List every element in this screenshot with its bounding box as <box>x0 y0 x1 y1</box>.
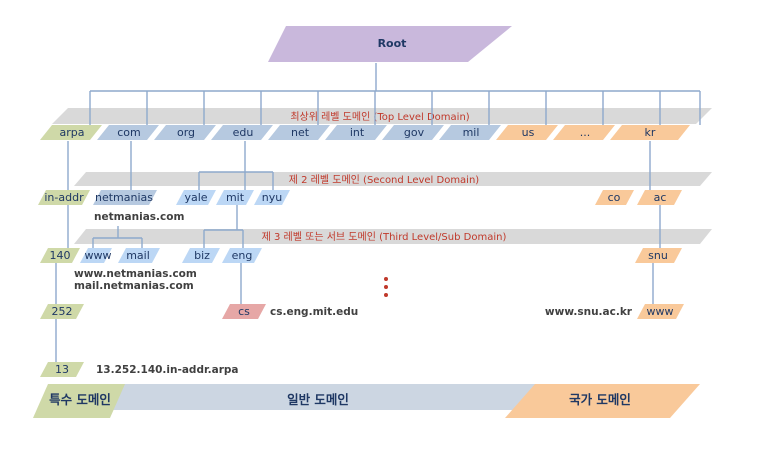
tld-edu-node <box>211 125 273 140</box>
sld-third-connectors <box>67 205 661 248</box>
tld-int-label: int <box>350 126 365 139</box>
tld-sld-connectors <box>67 141 651 190</box>
annotation-netmanias-com: netmanias.com <box>94 211 184 223</box>
tld-arpa-node <box>40 125 102 140</box>
tld-mil-node <box>439 125 501 140</box>
sld-ac-node <box>637 190 682 205</box>
third-eng-node <box>222 248 262 263</box>
tld-us-node <box>496 125 558 140</box>
third-level-label: 제 3 레벨 또는 서브 도메인 (Third Level/Sub Domain… <box>262 231 507 243</box>
third-level-nodes <box>40 248 682 263</box>
third-140-node <box>40 248 80 263</box>
root-label: Root <box>378 37 407 50</box>
third-snu-node <box>635 248 682 263</box>
tld-gov-node <box>382 125 444 140</box>
vertical-ellipsis-icon <box>384 277 388 297</box>
tld-gov-label: gov <box>404 126 425 139</box>
annotation-inaddr-arpa: 13.252.140.in-addr.arpa <box>96 364 239 376</box>
tld-org-label: org <box>177 126 195 139</box>
fourth-252-label: 252 <box>52 305 73 318</box>
sld-inaddr-node <box>38 190 90 205</box>
sld-mit-label: mit <box>226 191 245 204</box>
sld-netmanias-node <box>93 190 157 205</box>
sld-nodes <box>38 190 682 205</box>
sld-level-label: 제 2 레벨 도메인 (Second Level Domain) <box>289 174 480 186</box>
annotation-mail-netmanias: mail.netmanias.com <box>74 280 194 292</box>
tld-level-label: 최상위 레벨 도메인 (Top Level Domain) <box>290 110 469 123</box>
fourth-www-node <box>637 304 684 319</box>
fourth-cs-label: cs <box>238 305 250 318</box>
fourth-252-node <box>40 304 84 319</box>
fourth-www-label: www <box>647 305 674 318</box>
tld-net-node <box>268 125 330 140</box>
fourth-cs-node <box>222 304 266 319</box>
tld-kr-node <box>610 125 690 140</box>
root-connectors <box>89 63 701 125</box>
tld-band <box>52 108 712 124</box>
tld-us-label: us <box>522 126 535 139</box>
third-level-band <box>74 229 712 244</box>
third-mail-node <box>118 248 160 263</box>
sld-nyu-node <box>254 190 290 205</box>
fifth-13-node <box>40 362 84 377</box>
category-special-band <box>33 384 125 418</box>
sld-co-label: co <box>608 191 621 204</box>
sld-inaddr-label: in-addr <box>44 191 84 204</box>
tld-arpa-label: arpa <box>60 126 85 139</box>
sld-mit-node <box>216 190 254 205</box>
annotation-www-netmanias: www.netmanias.com <box>74 268 197 280</box>
tld-edu-label: edu <box>233 126 254 139</box>
tld-org-node <box>154 125 216 140</box>
third-eng-label: eng <box>232 249 253 262</box>
tld-etc-label: ... <box>580 126 591 139</box>
sld-nyu-label: nyu <box>262 191 282 204</box>
sld-yale-node <box>176 190 216 205</box>
category-generic-band <box>70 384 560 410</box>
category-country-band <box>505 384 700 418</box>
third-biz-node <box>182 248 220 263</box>
third-www-node <box>80 248 112 263</box>
category-special-label: 특수 도메인 <box>49 392 111 407</box>
annotation-www-snu: www.snu.ac.kr <box>545 306 633 318</box>
fifth-13-label: 13 <box>55 363 69 376</box>
annotation-cs-mit: cs.eng.mit.edu <box>270 306 358 318</box>
tld-etc-node <box>553 125 615 140</box>
tld-nodes <box>40 125 690 140</box>
third-biz-label: biz <box>194 249 210 262</box>
sld-co-node <box>595 190 634 205</box>
category-generic-label: 일반 도메인 <box>287 392 349 407</box>
third-www-label: www <box>85 249 112 262</box>
deep-connectors <box>55 263 654 362</box>
tld-com-node <box>97 125 159 140</box>
root-node <box>268 26 512 62</box>
sld-netmanias-label: netmanias <box>95 191 153 204</box>
category-country-label: 국가 도메인 <box>569 392 631 407</box>
third-snu-label: snu <box>648 249 668 262</box>
tld-mil-label: mil <box>463 126 480 139</box>
tld-int-node <box>325 125 387 140</box>
sld-yale-label: yale <box>184 191 207 204</box>
tld-kr-label: kr <box>645 126 656 139</box>
sld-ac-label: ac <box>654 191 667 204</box>
sld-band <box>74 172 712 186</box>
tld-com-label: com <box>117 126 141 139</box>
third-140-label: 140 <box>50 249 71 262</box>
third-mail-label: mail <box>126 249 150 262</box>
tld-net-label: net <box>291 126 310 139</box>
